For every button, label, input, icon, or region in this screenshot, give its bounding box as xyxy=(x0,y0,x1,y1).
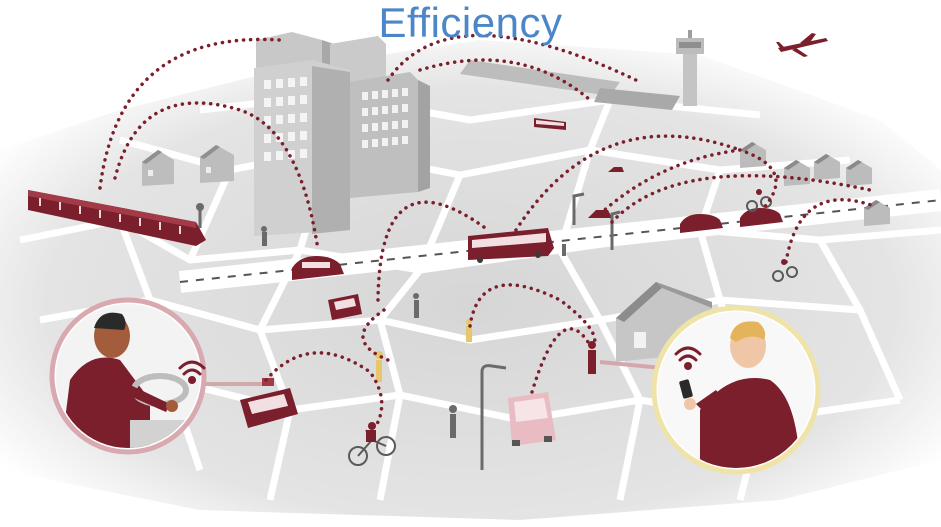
bus-icon xyxy=(468,118,566,263)
airport-runway xyxy=(460,60,680,110)
wifi-icon xyxy=(178,360,206,384)
control-tower-icon xyxy=(676,30,704,106)
car-icon xyxy=(292,167,783,280)
street-lamp-icon xyxy=(196,192,621,470)
airplane-icon xyxy=(776,33,828,57)
page-title: Efficiency xyxy=(378,0,563,46)
pedestrian-icon xyxy=(261,189,787,442)
smartphone-icon xyxy=(679,379,693,399)
car-icon xyxy=(508,392,556,446)
driver-avatar xyxy=(49,297,207,455)
building-icon xyxy=(254,32,430,236)
wifi-icon xyxy=(674,346,702,370)
connection-arcs xyxy=(98,33,876,428)
train-icon xyxy=(28,190,206,246)
taxi-icon xyxy=(240,294,362,428)
